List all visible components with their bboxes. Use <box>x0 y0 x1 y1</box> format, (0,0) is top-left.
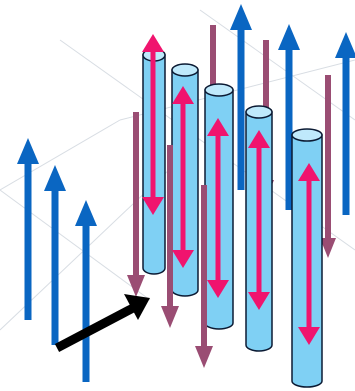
mauve-down-arrow-front-1 <box>127 112 145 297</box>
magenta-double-arrow-3 <box>207 118 229 298</box>
blue-up-arrow-free-3 <box>75 200 97 382</box>
blue-up-arrow-free-2 <box>44 165 66 345</box>
mauve-down-arrow-front-2 <box>161 145 179 328</box>
mauve-down-arrow-back-3 <box>320 75 336 258</box>
grid-line-1 <box>0 119 121 191</box>
magenta-double-arrow-1 <box>142 34 164 215</box>
foreground-arrows <box>17 34 320 382</box>
grid-line-2 <box>0 189 151 301</box>
black-pointer-arrow <box>54 294 150 352</box>
magenta-double-arrow-4 <box>248 130 270 310</box>
magenta-double-arrow-5 <box>298 163 320 345</box>
mauve-down-arrow-front-3 <box>195 185 213 368</box>
blue-up-arrow-back-3 <box>335 32 355 215</box>
blue-up-arrow-free-1 <box>17 138 39 320</box>
blue-up-arrow-back-2 <box>278 24 300 210</box>
blue-up-arrow-back-1 <box>230 4 252 190</box>
magenta-double-arrow-2 <box>172 86 194 268</box>
cylinder-array <box>142 48 323 388</box>
